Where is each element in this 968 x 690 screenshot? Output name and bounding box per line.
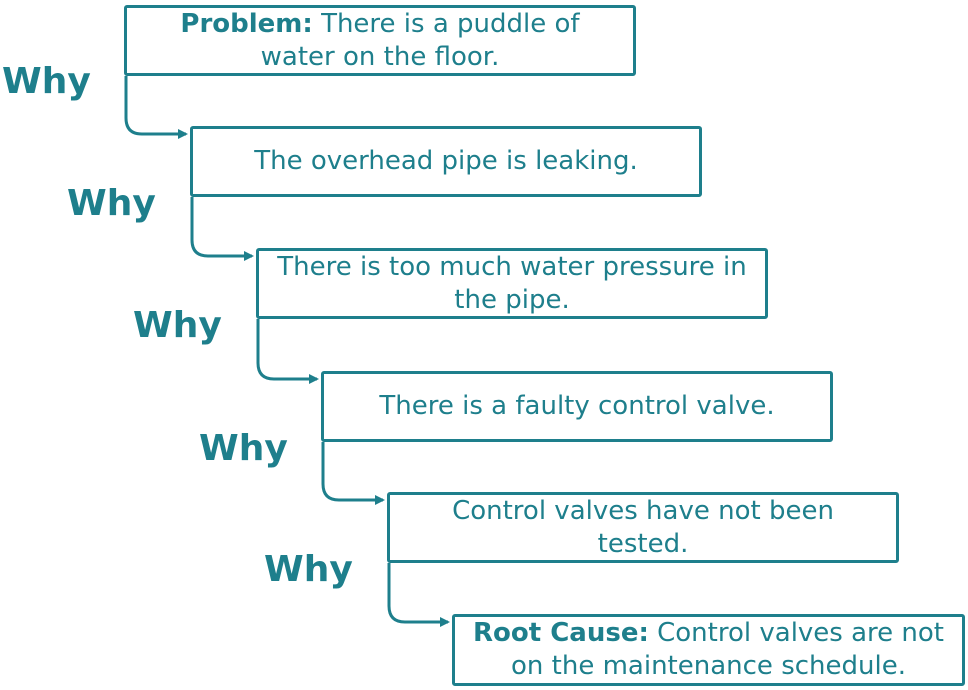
cause-box-2: There is too much water pressure in the … [256,248,768,319]
cause-text-3: There is a faulty control valve. [379,391,775,421]
why-label-3: Why [133,305,222,346]
connector-arrow-5 [387,563,450,627]
root-cause-label: Root Cause: [472,618,649,648]
connector-arrow-2 [190,197,254,261]
why-label-1: Why [2,61,91,102]
cause-box-2-content: There is too much water pressure in the … [273,251,751,317]
cause-box-4-content: Control valves have not been tested. [404,495,882,561]
why-label-2: Why [67,183,156,224]
cause-text-2: There is too much water pressure in the … [277,251,747,315]
why-label-4: Why [199,428,288,469]
problem-text: There is a puddle of water on the floor. [260,8,580,72]
root-cause-text: Control valves are not on the maintenanc… [511,618,945,681]
connector-arrow-3 [256,319,319,384]
root-cause-box: Root Cause: Control valves are not on th… [452,614,965,686]
problem-box-content: Problem: There is a puddle of water on t… [141,8,619,74]
root-cause-box-content: Root Cause: Control valves are not on th… [469,617,948,683]
connector-arrow-1 [124,76,188,139]
problem-box: Problem: There is a puddle of water on t… [124,5,636,76]
cause-box-4: Control valves have not been tested. [387,492,899,563]
cause-text-1: The overhead pipe is leaking. [254,146,638,176]
cause-box-3: There is a faulty control valve. [321,371,833,442]
cause-box-1: The overhead pipe is leaking. [190,126,702,197]
connector-arrow-4 [321,442,385,505]
cause-box-1-content: The overhead pipe is leaking. [254,145,638,178]
problem-label: Problem: [180,8,313,39]
cause-text-4: Control valves have not been tested. [452,495,834,559]
cause-box-3-content: There is a faulty control valve. [379,390,774,423]
why-label-5: Why [264,549,353,590]
